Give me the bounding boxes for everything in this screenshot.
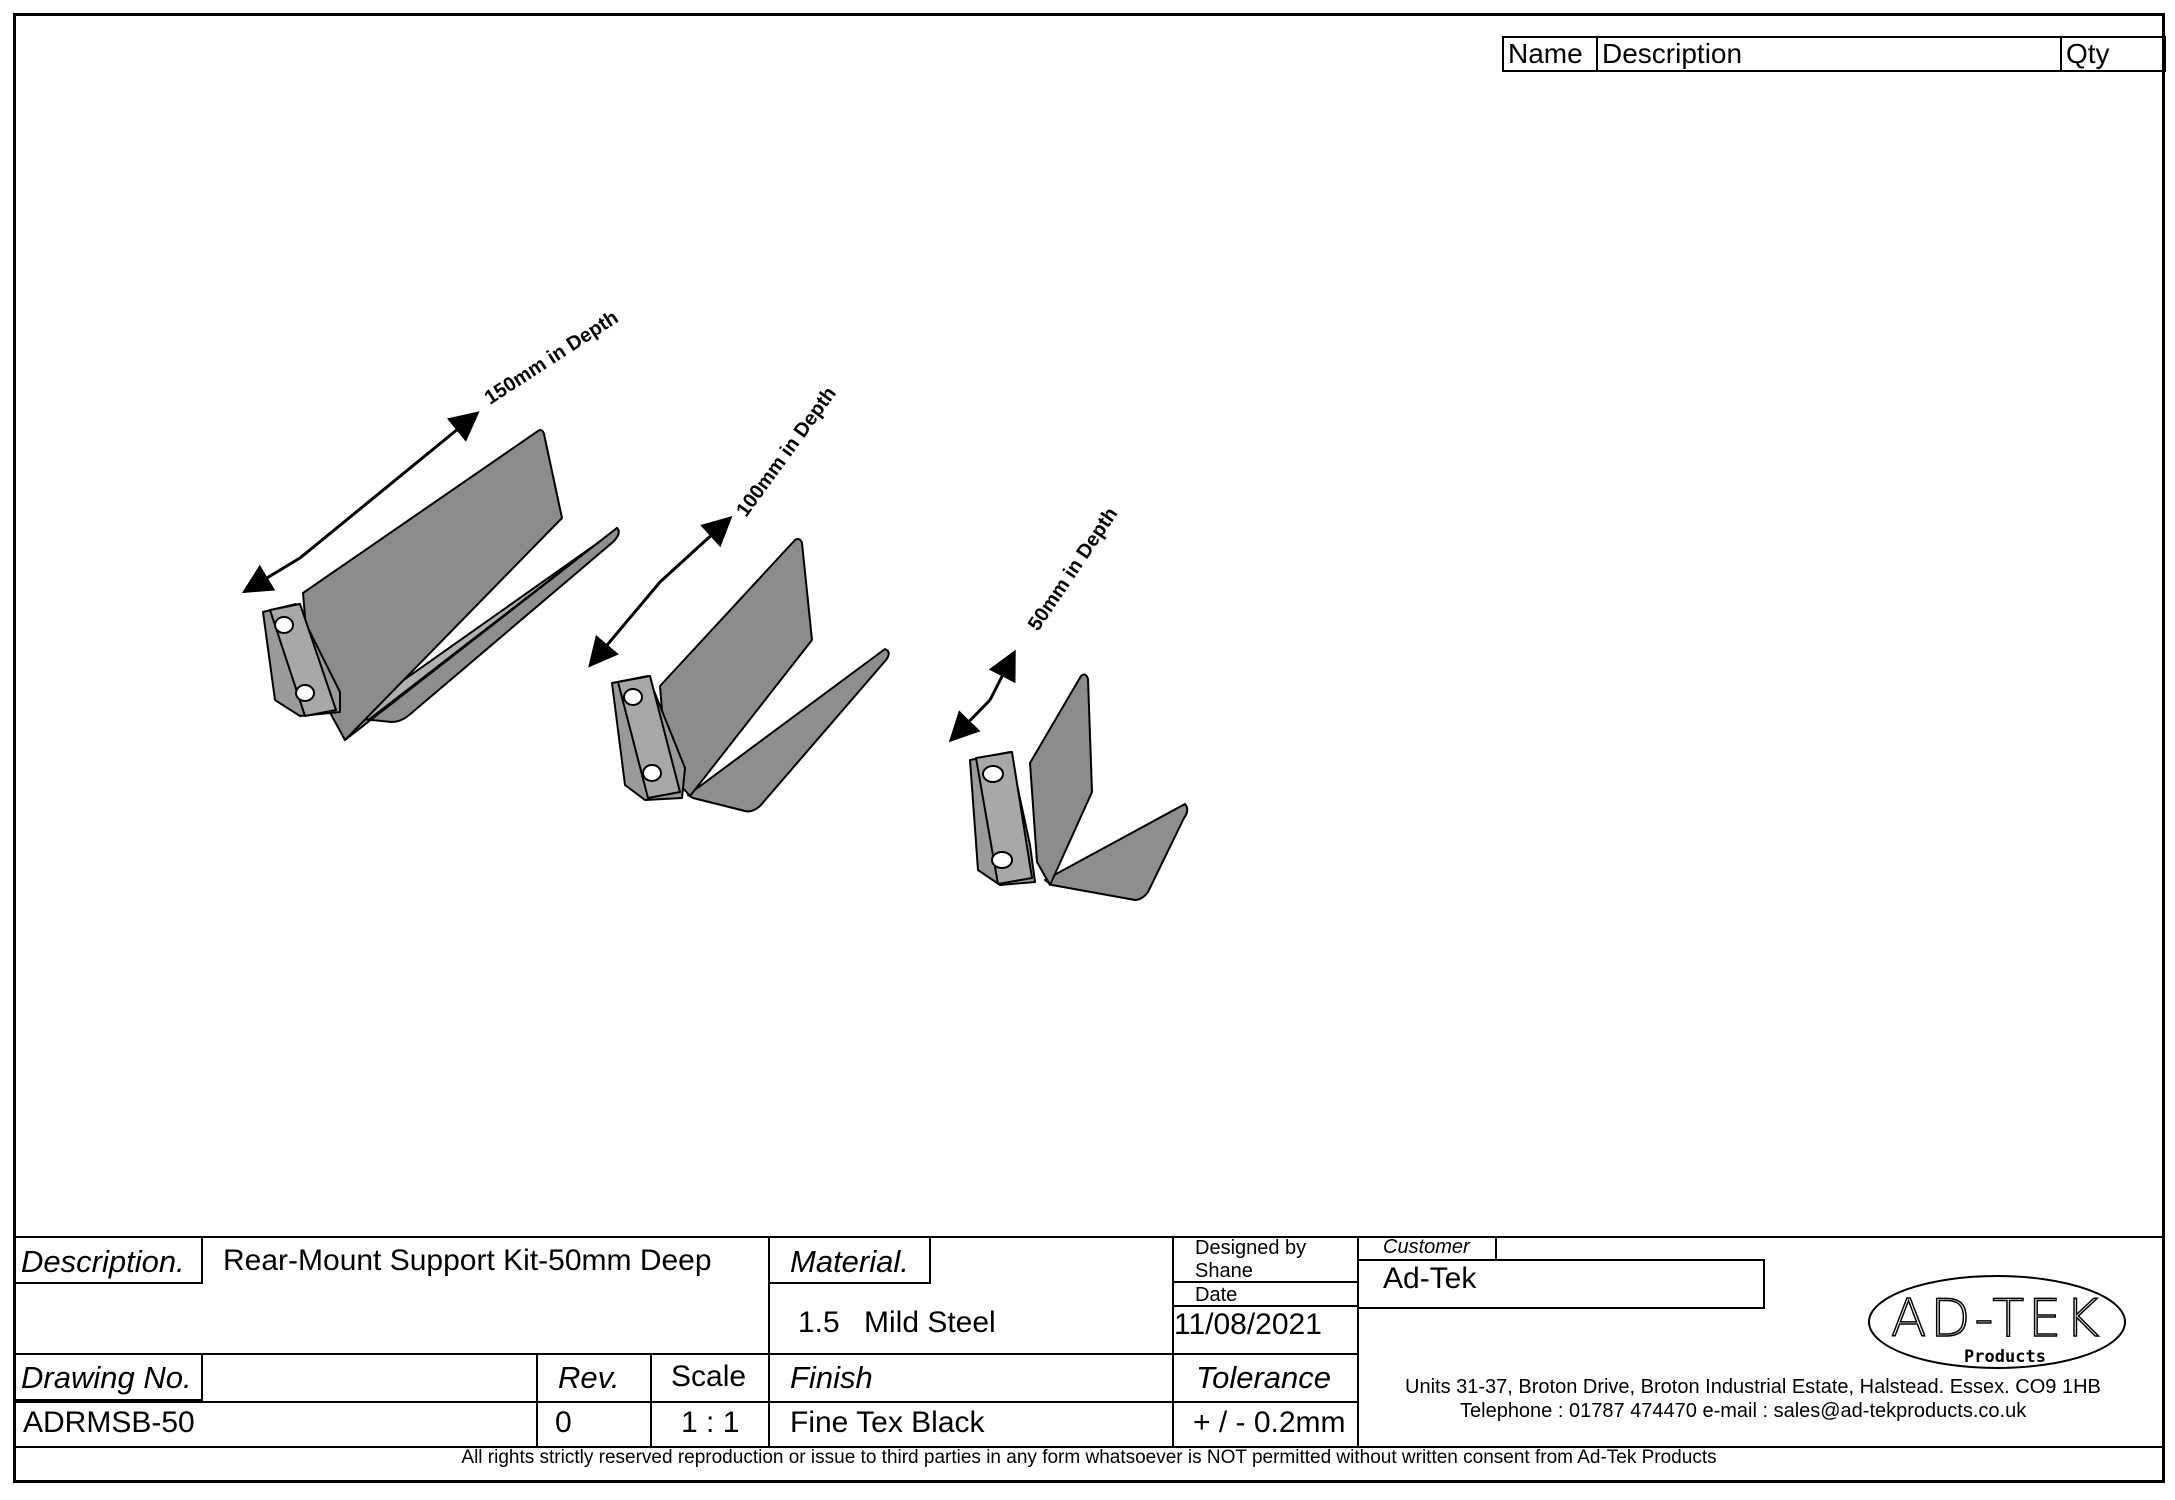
tolerance-value: + / - 0.2mm [1193, 1406, 1346, 1439]
description-label: Description. [21, 1244, 185, 1279]
tolerance-label: Tolerance [1196, 1360, 1332, 1395]
dimension-arrow-50mm [948, 698, 992, 743]
finish-label: Finish [790, 1360, 873, 1395]
dimension-arrow-150mm [241, 556, 301, 594]
bom-header-qty: Qty [2066, 38, 2110, 69]
drawing-sheet-border [13, 13, 2165, 1483]
dimension-label-100mm: 100mm in Depth [732, 383, 841, 521]
designed-by-label: Designed by [1195, 1237, 1307, 1259]
finish-value: Fine Tex Black [790, 1406, 985, 1439]
rev-label: Rev. [558, 1360, 620, 1395]
material-label: Material. [790, 1244, 909, 1279]
customer-label: Customer [1383, 1236, 1470, 1258]
bom-table-header: Name Description Qty [1502, 36, 2166, 72]
dimension-arrows [241, 411, 1016, 743]
title-block: Description. Rear-Mount Support Kit-50mm… [13, 1236, 2165, 1500]
date-label: Date [1195, 1284, 1238, 1306]
bracket-50mm [969, 673, 1189, 901]
scale-label: Scale [671, 1360, 747, 1393]
dimension-label-50mm: 50mm in Depth [1024, 504, 1122, 635]
drawing-no-label: Drawing No. [21, 1360, 192, 1395]
drawing-no-value: ADRMSB-50 [23, 1406, 195, 1439]
ad-tek-logo: AD-TEK Products [1868, 1275, 2126, 1369]
bracket-100mm [611, 538, 890, 813]
company-address: Units 31-37, Broton Drive, Broton Indust… [1405, 1376, 2101, 1398]
dimension-arrow-100mm [588, 581, 662, 668]
material-thickness: 1.5 [798, 1306, 840, 1339]
customer-value: Ad-Tek [1383, 1262, 1477, 1295]
designed-by-value: Shane [1195, 1260, 1253, 1282]
bracket-drawing: 150mm in Depth 100mm in Depth 50mm in De… [241, 307, 1189, 901]
bracket-150mm [262, 429, 620, 741]
company-contact: Telephone : 01787 474470 e-mail : sales@… [1460, 1400, 2027, 1422]
logo-subtext: Products [1964, 1347, 2046, 1367]
bom-header-description: Description [1598, 38, 2062, 70]
bom-header-name: Name [1504, 38, 1598, 70]
copyright-notice: All rights strictly reserved reproductio… [461, 1447, 1717, 1468]
date-value: 11/08/2021 [1174, 1308, 1322, 1341]
scale-value: 1 : 1 [681, 1406, 740, 1439]
dimension-label-150mm: 150mm in Depth [481, 307, 623, 410]
rev-value: 0 [555, 1406, 572, 1439]
logo-text: AD-TEK [1891, 1289, 2103, 1349]
description-value: Rear-Mount Support Kit-50mm Deep [223, 1244, 712, 1277]
material-value: Mild Steel [864, 1306, 996, 1339]
